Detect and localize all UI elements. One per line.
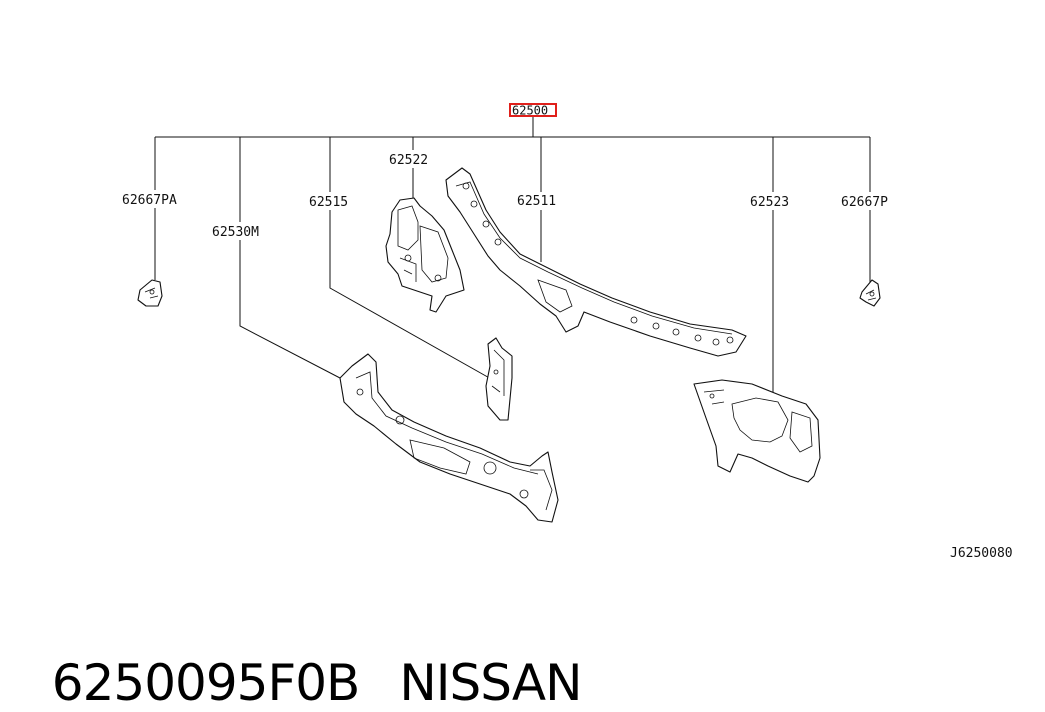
- part-62523-side-panel[interactable]: [693, 379, 821, 483]
- leader-lines: [154, 117, 871, 402]
- label-62522[interactable]: 62522: [389, 153, 428, 168]
- label-62667P[interactable]: 62667P: [841, 195, 888, 210]
- part-62511-upper-beam[interactable]: [445, 167, 747, 357]
- label-62523[interactable]: 62523: [750, 195, 789, 210]
- main-part-highlight-box: [509, 103, 557, 117]
- part-62667P-bracket[interactable]: [859, 279, 881, 307]
- main-part-callout[interactable]: 62500: [509, 103, 557, 118]
- main-part-label: 62500: [512, 104, 548, 118]
- part-62530M-lower-beam[interactable]: [339, 353, 559, 523]
- part-number: 6250095F0B: [51, 654, 361, 712]
- label-62515[interactable]: 62515: [309, 195, 348, 210]
- drawing-code: J6250080: [950, 546, 1013, 561]
- brand-name: NISSAN: [399, 654, 582, 712]
- beam-holes: [462, 182, 734, 346]
- part-62522-panel[interactable]: [385, 197, 465, 313]
- parts-diagram: 62500 62667PA 62530M 62515 62522 62511 6…: [122, 103, 1013, 561]
- part-number-footer: 6250095F0B NISSAN: [22, 596, 583, 712]
- label-62667PA[interactable]: 62667PA: [122, 193, 177, 208]
- label-62530M[interactable]: 62530M: [212, 225, 259, 240]
- part-62515-stay[interactable]: [485, 337, 513, 421]
- part-62667PA-bracket[interactable]: [137, 279, 163, 307]
- label-62511[interactable]: 62511: [517, 194, 556, 209]
